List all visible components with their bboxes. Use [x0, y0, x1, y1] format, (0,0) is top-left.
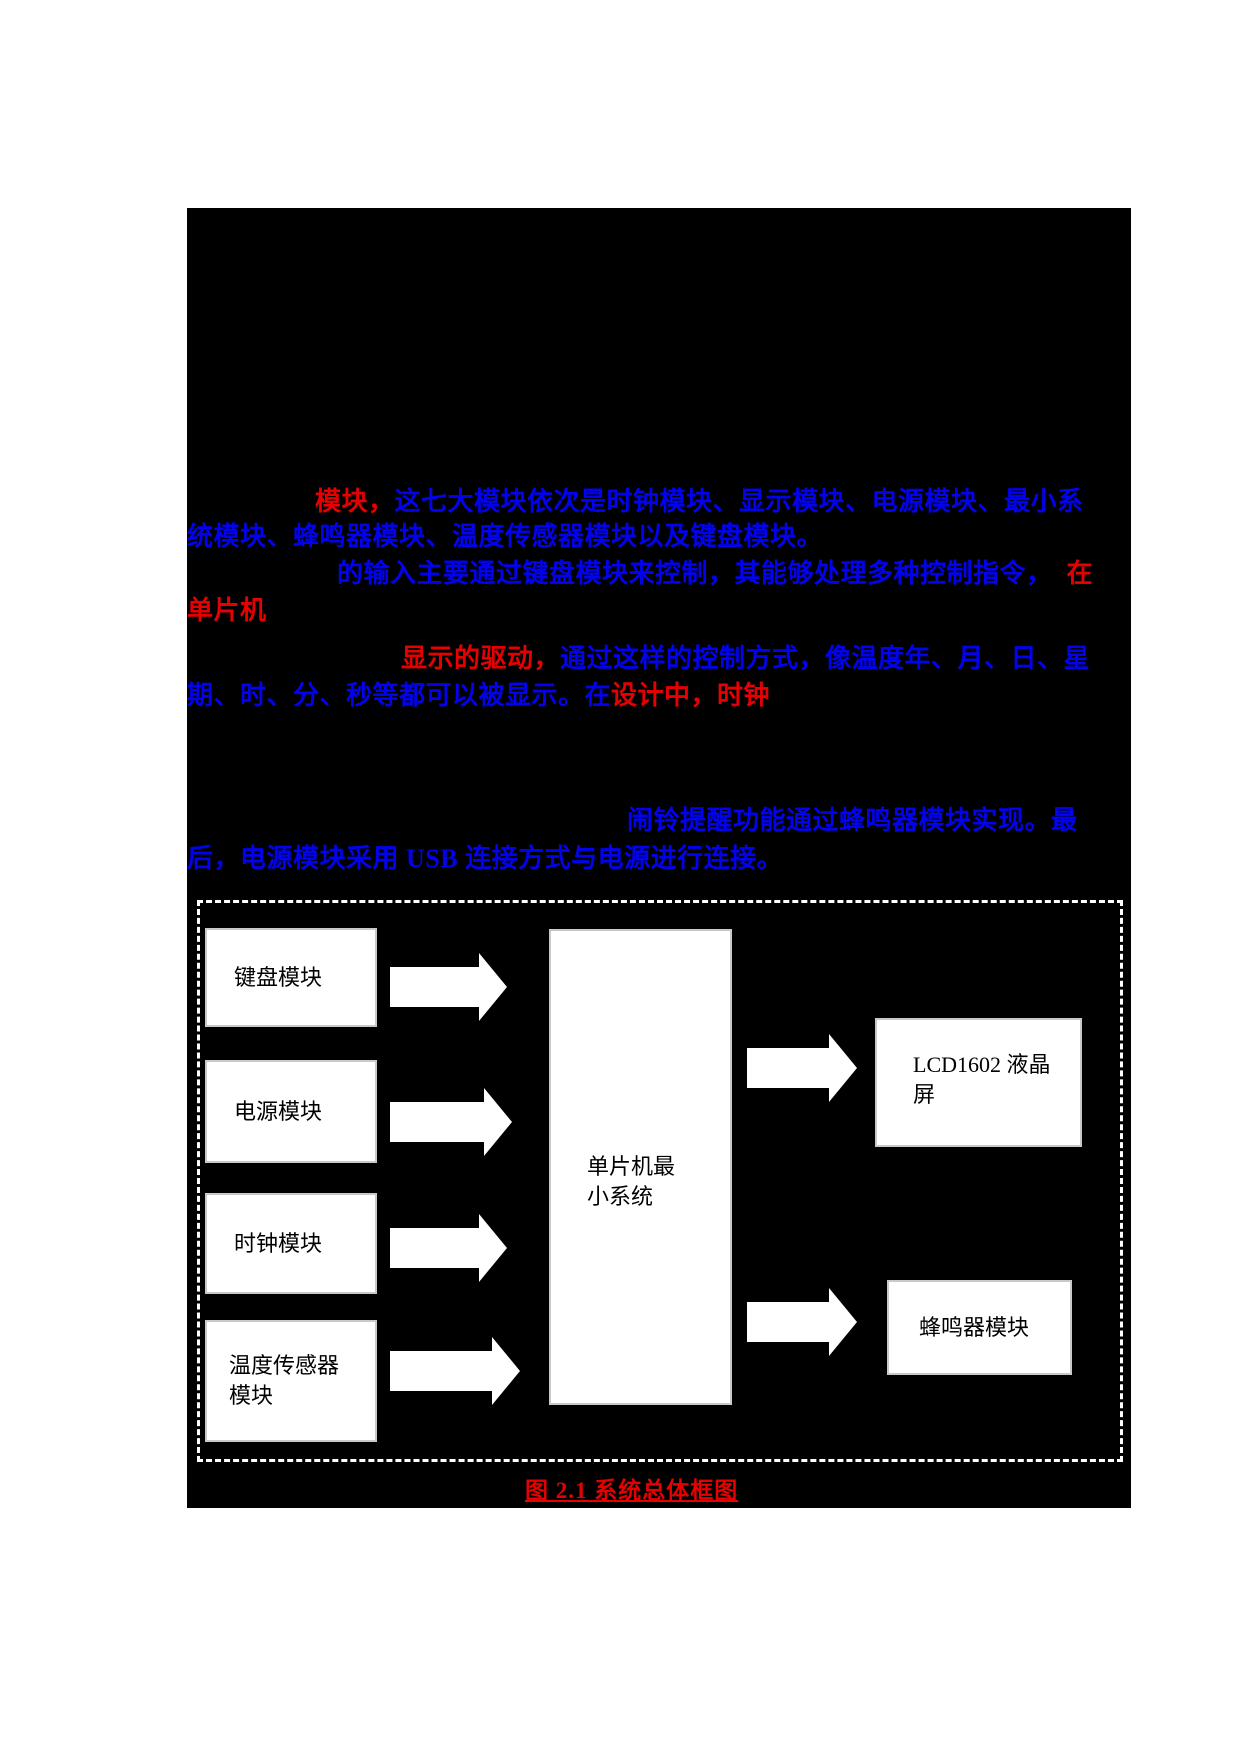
arrow-head [479, 1214, 507, 1282]
text-blue-segment: 通过这样的控制方式，像温度年、月、日、星 [560, 644, 1091, 673]
arrow-body [390, 1228, 479, 1268]
text-red-segment: 在 [1066, 559, 1094, 588]
paragraph-3-line-1: 显示的驱动，通过这样的控制方式，像温度年、月、日、星 [401, 641, 1090, 677]
text-red-segment: 模块， [315, 487, 395, 516]
arrow-head [829, 1034, 857, 1102]
arrow-body [390, 1351, 492, 1391]
arrow-body [390, 967, 479, 1007]
arrow-head [492, 1337, 520, 1405]
paragraph-1-line-2: 统模块、蜂鸣器模块、温度传感器模块以及键盘模块。 [187, 519, 823, 555]
arrow-head [484, 1088, 512, 1156]
text-blue-segment: 这七大模块依次是时钟模块、显示模块、电源模块、最小系 [394, 487, 1084, 516]
paragraph-2-line-2: 单片机 [187, 593, 267, 629]
text-red-segment: 设计中，时钟 [611, 681, 771, 710]
buzzer-module-box: 蜂鸣器模块 [887, 1280, 1072, 1375]
paragraph-2-line-1: 的输入主要通过键盘模块来控制，其能够处理多种控制指令， 在 [337, 556, 1093, 592]
box-label-line-1: LCD1602 液晶 [913, 1052, 1051, 1077]
box-label-line-1: 温度传感器 [229, 1353, 340, 1378]
flow-arrow-temperature-to-mcu-icon [390, 1337, 520, 1405]
box-label-line-2: 屏 [913, 1082, 936, 1107]
text-blue-segment: 期、时、分、秒等都可以被显示。在 [187, 681, 612, 710]
arrow-body [747, 1048, 829, 1088]
box-label-line-1: 单片机最 [587, 1154, 676, 1179]
keyboard-module-box: 键盘模块 [205, 928, 377, 1027]
redacted-text-panel: 模块，这七大模块依次是时钟模块、显示模块、电源模块、最小系 统模块、蜂鸣器模块、… [187, 208, 1131, 1508]
figure-caption: 图 2.1 系统总体框图 [525, 1478, 739, 1503]
text-blue-segment: 统模块、蜂鸣器模块、温度传感器模块以及键盘模块。 [187, 522, 824, 551]
arrow-head [829, 1288, 857, 1356]
paragraph-4-line-1: 闹铃提醒功能通过蜂鸣器模块实现。最 [627, 803, 1078, 839]
text-blue-segment: 的输入主要通过键盘模块来控制，其能够处理多种控制指令， [337, 559, 1053, 588]
flow-arrow-mcu-to-lcd-icon [747, 1034, 857, 1102]
flow-arrow-mcu-to-buzzer-icon [747, 1288, 857, 1356]
paragraph-4-line-2: 后，电源模块采用 USB 连接方式与电源进行连接。 [187, 841, 783, 877]
arrow-body [390, 1102, 484, 1142]
system-block-diagram: 键盘模块 电源模块 时钟模块 温度传感器 模块 单片机最 小系统 LCD1602… [197, 900, 1123, 1462]
paragraph-3-line-2: 期、时、分、秒等都可以被显示。在设计中，时钟 [187, 678, 770, 714]
box-label-line-2: 模块 [229, 1383, 274, 1408]
arrow-body [747, 1302, 829, 1342]
paragraph-1-line-1: 模块，这七大模块依次是时钟模块、显示模块、电源模块、最小系 [315, 484, 1084, 520]
lcd1602-screen-box: LCD1602 液晶 屏 [875, 1018, 1082, 1147]
box-label: 电源模块 [234, 1098, 323, 1124]
clock-module-box: 时钟模块 [205, 1193, 377, 1294]
text-red-segment: 显示的驱动， [401, 644, 561, 673]
flow-arrow-power-to-mcu-icon [390, 1088, 512, 1156]
text-red-segment: 单片机 [187, 596, 267, 625]
box-label: 蜂鸣器模块 [919, 1314, 1030, 1340]
flow-arrow-clock-to-mcu-icon [390, 1214, 507, 1282]
box-label: 键盘模块 [234, 964, 323, 990]
temperature-sensor-module-box: 温度传感器 模块 [205, 1320, 377, 1442]
text-blue-segment: 闹铃提醒功能通过蜂鸣器模块实现。最 [627, 806, 1078, 835]
text-blue-segment: 后，电源模块采用 USB 连接方式与电源进行连接。 [187, 844, 784, 873]
mcu-minimal-system-box: 单片机最 小系统 [549, 929, 732, 1405]
box-label-line-2: 小系统 [587, 1184, 654, 1209]
power-module-box: 电源模块 [205, 1060, 377, 1163]
arrow-head [479, 953, 507, 1021]
flow-arrow-keyboard-to-mcu-icon [390, 953, 507, 1021]
box-label: 时钟模块 [234, 1230, 323, 1256]
